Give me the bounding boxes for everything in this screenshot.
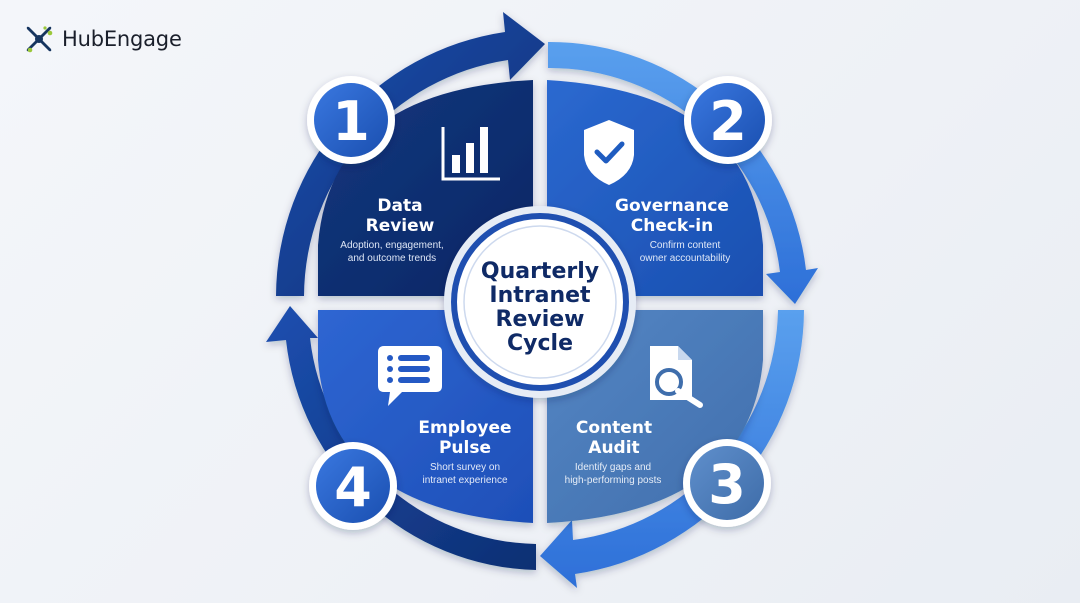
step-1-title-line-2: Review: [366, 216, 435, 236]
center-title-line-2: Intranet: [489, 283, 591, 308]
step-1-badge: 1: [307, 76, 395, 164]
step-3-number: 3: [708, 453, 746, 516]
step-4-title-line-1: Employee: [418, 418, 511, 438]
step-3-desc-line-1: Identify gaps and: [575, 462, 651, 473]
step-1-number: 1: [332, 90, 370, 153]
step-3-desc-line-2: high-performing posts: [565, 475, 662, 486]
document-search-icon: [650, 346, 703, 408]
bar-chart-icon: [441, 127, 500, 181]
step-1-title-line-1: Data: [377, 196, 422, 216]
step-4-title-line-2: Pulse: [439, 438, 491, 458]
step-2-desc-line-1: Confirm content: [650, 240, 721, 251]
step-1-desc-line-2: and outcome trends: [348, 253, 436, 264]
survey-message-icon: [378, 346, 442, 406]
step-4-desc-line-2: intranet experience: [422, 475, 507, 486]
cycle-ring: [266, 12, 818, 588]
step-3-badge: 3: [683, 439, 771, 527]
step-3-title-line-1: Content: [576, 418, 652, 438]
step-2-badge: 2: [684, 76, 772, 164]
step-4-badge: 4: [309, 442, 397, 530]
center-title-line-3: Review: [496, 307, 585, 332]
step-2-desc-line-2: owner accountability: [640, 253, 731, 264]
brand: HubEngage: [24, 22, 182, 56]
center-hub: Quarterly Intranet Review Cycle: [444, 206, 636, 398]
step-1-desc-line-1: Adoption, engagement,: [340, 240, 443, 251]
step-2-title-line-2: Check-in: [631, 216, 713, 236]
hubengage-logo-icon: [26, 26, 53, 53]
step-3-title-line-2: Audit: [588, 438, 639, 458]
step-4-desc-line-1: Short survey on: [430, 462, 500, 473]
step-4-number: 4: [334, 456, 372, 519]
step-2-number: 2: [709, 90, 747, 153]
center-title-line-4: Cycle: [507, 331, 573, 356]
shield-check-icon: [584, 120, 634, 185]
center-title-line-1: Quarterly: [481, 259, 599, 284]
brand-name: HubEngage: [62, 27, 182, 51]
step-2-title-line-1: Governance: [615, 196, 729, 216]
